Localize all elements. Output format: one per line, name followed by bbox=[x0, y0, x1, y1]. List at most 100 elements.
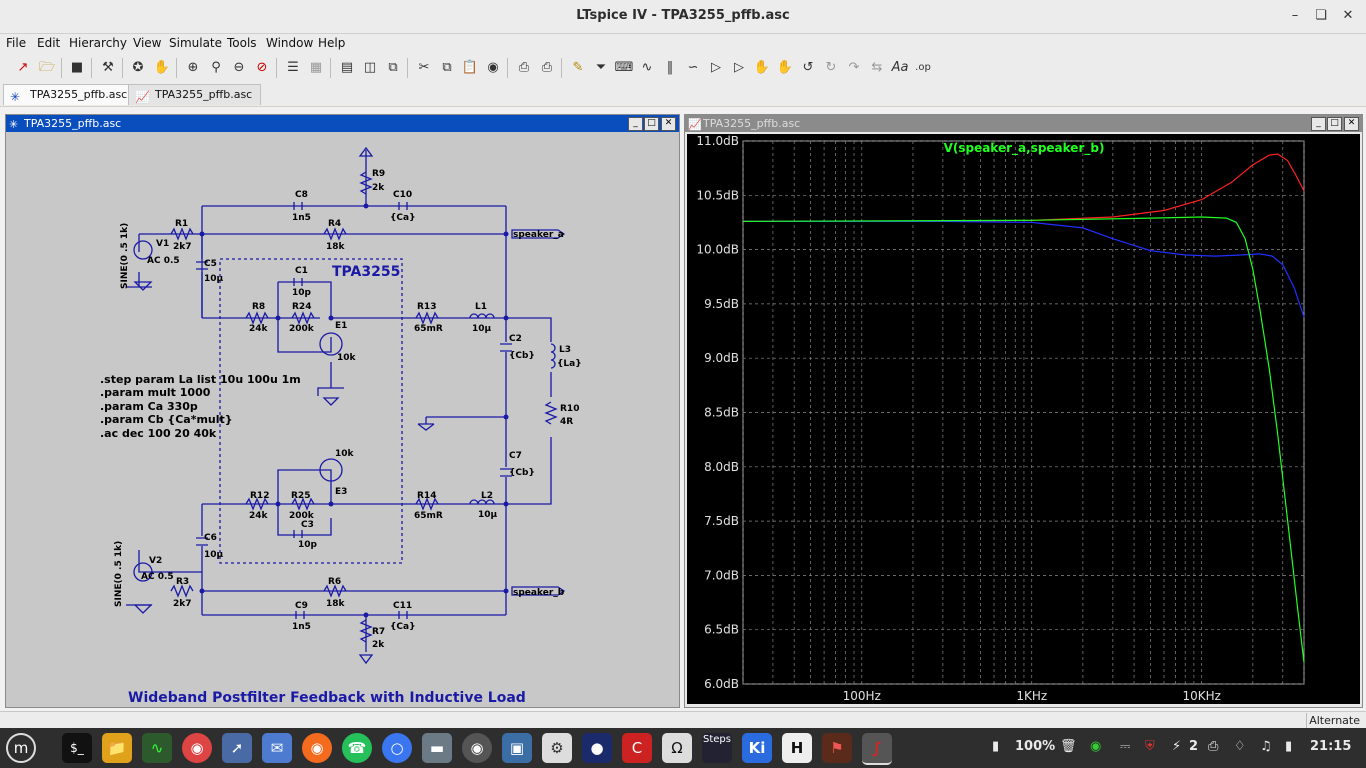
sound-icon[interactable]: ♫ bbox=[1260, 739, 1272, 754]
zoom-full-icon[interactable]: ⚲ bbox=[211, 60, 221, 75]
wifi-icon[interactable]: ♢ bbox=[1234, 739, 1246, 754]
redo-icon[interactable]: ↻ bbox=[825, 60, 837, 75]
trace-line-1[interactable] bbox=[743, 153, 1305, 223]
spice-directive[interactable]: .param Cb {Ca*mult} bbox=[100, 413, 233, 426]
close-icon[interactable]: ✕ bbox=[661, 117, 676, 131]
maximize-icon[interactable]: ❏ bbox=[1315, 8, 1327, 23]
chrome-icon[interactable]: ◉ bbox=[182, 733, 212, 763]
system-monitor-icon[interactable]: ∿ bbox=[142, 733, 172, 763]
inductor-icon[interactable]: ∽ bbox=[687, 60, 699, 75]
hex-editor-icon[interactable]: H bbox=[782, 733, 812, 763]
notification-icon[interactable]: ⚡ bbox=[1172, 739, 1182, 754]
drag-icon[interactable]: ✋ bbox=[776, 60, 794, 75]
mint-menu-icon[interactable]: m bbox=[6, 733, 36, 763]
label-icon[interactable]: ⌨ bbox=[614, 60, 634, 75]
zoom-in-icon[interactable]: ⊕ bbox=[187, 60, 199, 75]
wine-icon[interactable]: ⚑ bbox=[822, 733, 852, 763]
trace-line-3[interactable] bbox=[742, 216, 1305, 663]
maximize-icon[interactable]: □ bbox=[644, 117, 659, 131]
trash-icon[interactable]: 🗑 bbox=[1060, 739, 1077, 754]
tile-vertical-icon[interactable]: ◫ bbox=[363, 60, 377, 75]
terminal-icon[interactable]: $_ bbox=[62, 733, 92, 763]
halt-icon[interactable]: ✋ bbox=[153, 60, 171, 75]
rotate-icon[interactable]: ↷ bbox=[848, 60, 860, 75]
minimize-icon[interactable]: _ bbox=[1311, 117, 1326, 131]
schematic-window[interactable]: ✳ TPA3255_pffb.asc _ □ ✕ bbox=[5, 114, 680, 708]
signal-icon[interactable]: ○ bbox=[382, 733, 412, 763]
open-icon[interactable]: 🗁 bbox=[38, 60, 56, 75]
component-icon[interactable]: ▷ bbox=[734, 60, 744, 75]
ground-icon[interactable]: ⏷ bbox=[595, 60, 607, 75]
spice-directive-icon[interactable]: .op bbox=[915, 62, 931, 73]
minimize-icon[interactable]: _ bbox=[628, 117, 643, 131]
vpn-icon[interactable]: ● bbox=[582, 733, 612, 763]
spice-directive[interactable]: .step param La list 10u 100u 1m bbox=[100, 373, 301, 386]
new-schematic-icon[interactable]: ↗ bbox=[17, 60, 29, 75]
text-icon[interactable]: Aa bbox=[891, 60, 909, 75]
screenshot-icon[interactable]: ➚ bbox=[222, 733, 252, 763]
vpn-tray-icon[interactable]: ◉ bbox=[1090, 739, 1102, 754]
run-icon[interactable]: ✪ bbox=[132, 60, 144, 75]
menu-window[interactable]: Window bbox=[266, 36, 314, 50]
diode-icon[interactable]: ▷ bbox=[711, 60, 721, 75]
paste-icon[interactable]: 📋 bbox=[461, 60, 479, 75]
print-setup-icon[interactable]: ⎙ bbox=[518, 60, 530, 75]
menu-help[interactable]: Help bbox=[318, 36, 346, 50]
webcam-icon[interactable]: ◉ bbox=[462, 733, 492, 763]
spice-directive[interactable]: .param mult 1000 bbox=[100, 386, 211, 399]
kicad-icon[interactable]: Ki bbox=[742, 733, 772, 763]
print-icon[interactable]: ⎙ bbox=[541, 60, 553, 75]
camera-icon[interactable]: ▣ bbox=[502, 733, 532, 763]
move-icon[interactable]: ✋ bbox=[753, 60, 771, 75]
tab-waveform[interactable]: 📈 TPA3255_pffb.asc bbox=[128, 84, 262, 105]
schematic-canvas[interactable]: R9 2k C8 1n5 C10 {Ca} R1 2k7 R4 18k spea… bbox=[6, 132, 679, 707]
cut-icon[interactable]: ✂ bbox=[418, 60, 430, 75]
settings-icon[interactable]: ⚙ bbox=[542, 733, 572, 763]
tile-horizontal-icon[interactable]: ▤ bbox=[340, 60, 354, 75]
menu-file[interactable]: File bbox=[6, 36, 27, 50]
character-map-icon[interactable]: Ω bbox=[662, 733, 692, 763]
files-icon[interactable]: 📁 bbox=[102, 733, 132, 763]
close-icon[interactable]: ✕ bbox=[1344, 117, 1359, 131]
menu-tools[interactable]: Tools bbox=[227, 36, 257, 50]
menu-view[interactable]: View bbox=[133, 36, 162, 50]
menu-edit[interactable]: Edit bbox=[37, 36, 61, 50]
shield-icon[interactable]: ⛨ bbox=[1145, 739, 1155, 754]
control-panel-icon[interactable]: ⚒ bbox=[102, 60, 114, 75]
steps-icon[interactable]: Steps bbox=[702, 733, 732, 763]
zoom-out-icon[interactable]: ⊖ bbox=[233, 60, 245, 75]
save-icon[interactable]: ■ bbox=[70, 60, 84, 75]
battery-tray-icon[interactable]: ▮ bbox=[1285, 739, 1293, 754]
copy-icon[interactable]: ⧉ bbox=[442, 60, 452, 75]
zoom-cancel-icon[interactable]: ⊘ bbox=[256, 60, 268, 75]
menu-simulate[interactable]: Simulate bbox=[169, 36, 223, 50]
minimize-icon[interactable]: – bbox=[1291, 8, 1299, 23]
mail-icon[interactable]: ✉ bbox=[262, 733, 292, 763]
undo-icon[interactable]: ↺ bbox=[802, 60, 814, 75]
spice-directive[interactable]: .ac dec 100 20 40k bbox=[100, 427, 217, 440]
wire-icon[interactable]: ✎ bbox=[572, 60, 584, 75]
menu-hierarchy[interactable]: Hierarchy bbox=[69, 36, 128, 50]
drive-icon[interactable]: ▬ bbox=[422, 733, 452, 763]
spice-directive[interactable]: .param Ca 330p bbox=[100, 400, 198, 413]
tab-schematic[interactable]: ✳ TPA3255_pffb.asc bbox=[3, 84, 137, 105]
trace-line-2[interactable] bbox=[743, 220, 1305, 318]
grid-icon[interactable]: ▦ bbox=[309, 60, 323, 75]
capacitor-icon[interactable]: ‖ bbox=[666, 60, 674, 75]
close-icon[interactable]: ✕ bbox=[1342, 8, 1354, 23]
waveform-plot[interactable]: 11.0dB10.5dB10.0dB9.5dB9.0dB8.5dB8.0dB7.… bbox=[687, 134, 1360, 704]
maximize-icon[interactable]: □ bbox=[1327, 117, 1342, 131]
firefox-icon[interactable]: ◉ bbox=[302, 733, 332, 763]
trace-title[interactable]: V(speaker_a,speaker_b) bbox=[944, 141, 1105, 156]
mirror-icon[interactable]: ⇆ bbox=[871, 60, 883, 75]
autorange-icon[interactable]: ☰ bbox=[287, 60, 299, 75]
ltspice-icon[interactable]: ∫ bbox=[862, 733, 892, 765]
ccleaner-icon[interactable]: C bbox=[622, 733, 652, 763]
clipboard-icon[interactable]: ⎓ bbox=[1120, 739, 1131, 754]
printer-icon[interactable]: ⎙ bbox=[1208, 739, 1219, 754]
cascade-icon[interactable]: ⧉ bbox=[388, 60, 398, 75]
find-icon[interactable]: ◉ bbox=[487, 60, 499, 75]
resistor-icon[interactable]: ∿ bbox=[641, 60, 653, 75]
whatsapp-icon[interactable]: ☎ bbox=[342, 733, 372, 763]
